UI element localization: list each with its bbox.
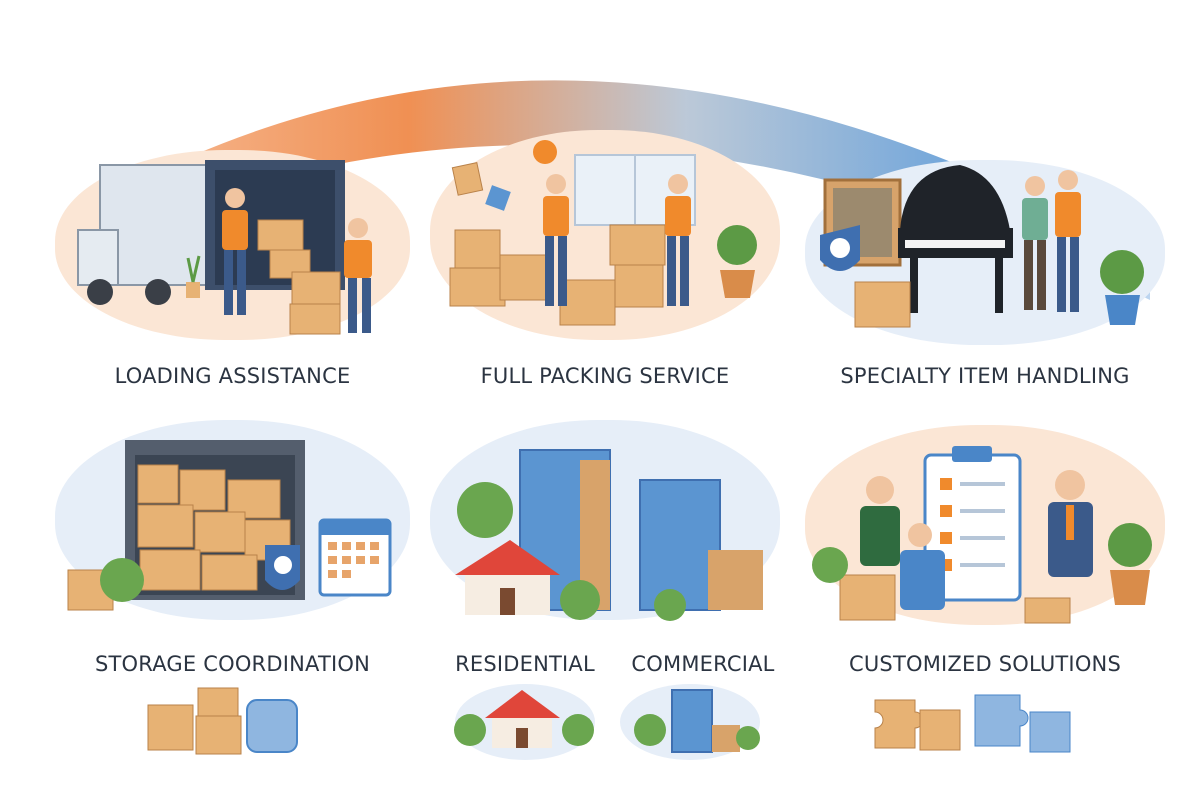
service-label-storage-coordination: STORAGE COORDINATION — [94, 652, 371, 676]
office-building-icon — [620, 684, 760, 760]
service-label-customized-solutions: CUSTOMIZED SOLUTIONS — [848, 652, 1121, 676]
house-icon — [454, 684, 595, 760]
service-label-full-packing-service: FULL PACKING SERVICE — [480, 364, 730, 388]
service-label-residential: RESIDENTIAL — [455, 652, 595, 676]
service-label-specialty-item-handling: SPECIALTY ITEM HANDLING — [840, 364, 1130, 388]
service-label-loading-assistance: LOADING ASSISTANCE — [114, 364, 351, 388]
service-label-commercial: COMMERCIAL — [631, 652, 775, 676]
